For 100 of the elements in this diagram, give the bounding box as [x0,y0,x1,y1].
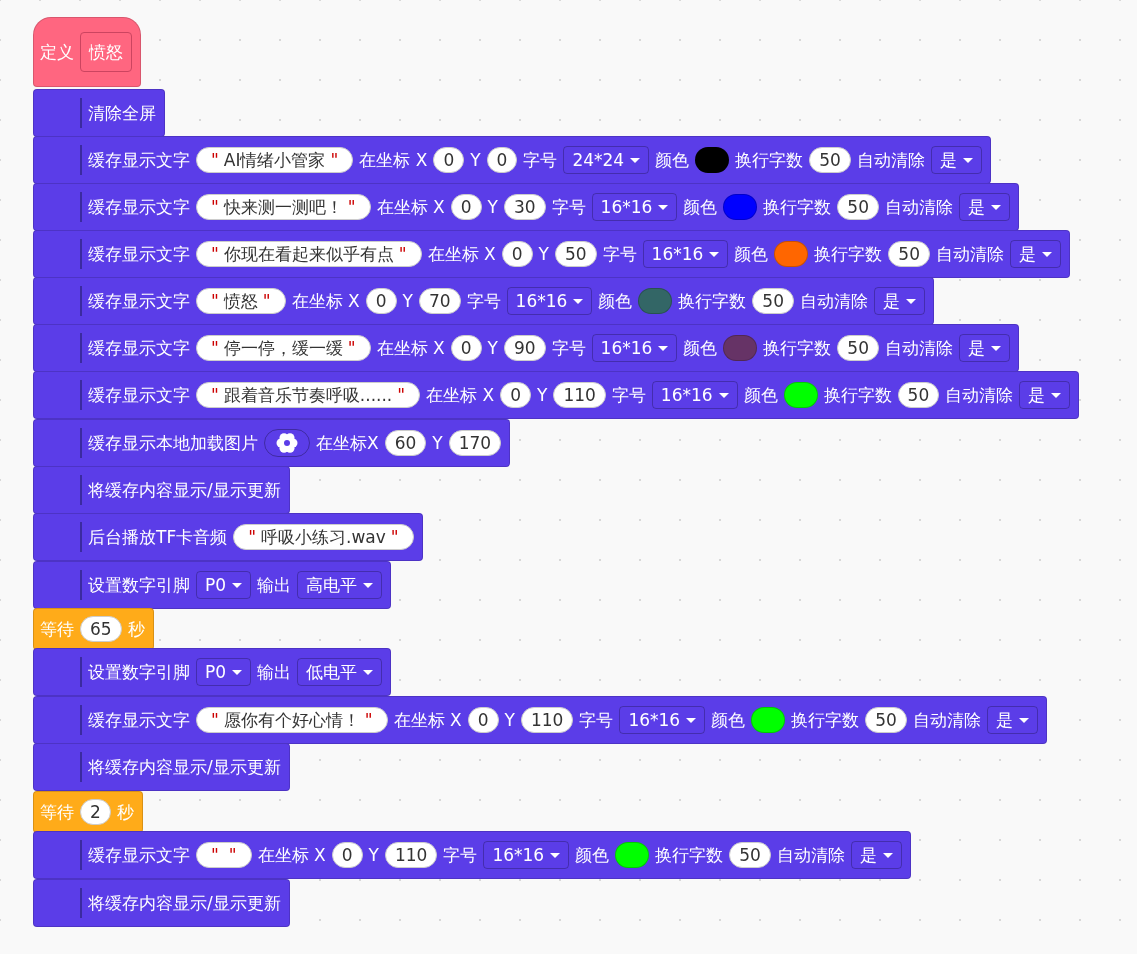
number-field: 170 [448,430,502,456]
quote-mark: " [211,197,219,217]
block-label: 字号 [523,148,558,172]
block-label: 自动清除 [936,242,1004,266]
code-block [33,230,1070,278]
code-block [33,831,911,879]
number-field: 50 [837,194,879,220]
number-field: 0 [501,241,533,267]
block-label: 在坐标 X [393,708,462,732]
hat-block [33,17,141,87]
block-label: 在坐标 X [376,195,445,219]
quote-mark: " [390,527,399,547]
code-block [33,561,392,609]
block-label: 输出 [257,573,292,597]
number-field: 65 [80,616,122,642]
dropdown: 是 [874,287,925,315]
text-field: " 快来测一测吧！ " [196,194,371,220]
code-block [33,183,1019,231]
block-label: 颜色 [655,148,690,172]
code-block [33,791,143,833]
block-label: 缓存显示文字 [88,708,190,732]
block-label: 换行字数 [763,195,832,219]
block-label: Y [538,244,549,264]
block-label: 缓存显示文字 [88,242,190,266]
dropdown: 16*16 [591,193,678,221]
number-field: 50 [729,842,771,868]
quote-mark: " [398,244,407,264]
block-label: 定义 [40,40,74,64]
number-field: 90 [503,335,546,361]
quote-mark: " [262,291,271,311]
block-label: 颜色 [711,708,746,732]
text-field [196,842,252,868]
dropdown: 24*24 [563,146,650,174]
code-block [33,324,1019,372]
dropdown: P0 [196,571,252,599]
block-label: Y [504,710,515,730]
dropdown: 是 [1010,240,1061,268]
dropdown: 16*16 [506,287,593,315]
quote-mark: " [211,338,219,358]
text-field: " 停一停，缓一缓 " [196,335,371,361]
block-label: 等待 [40,800,74,824]
quote-mark: " [347,197,356,217]
quote-mark: " [330,150,339,170]
number-field: 50 [897,382,940,408]
quote-mark: " [211,150,219,170]
block-label: 换行字数 [655,843,724,867]
block-label: 将缓存内容显示/显示更新 [88,755,281,779]
dropdown: 是 [959,334,1010,362]
quote-mark: " [211,291,219,311]
block-label: 自动清除 [912,708,981,732]
quote-mark: " [397,385,406,405]
block-label: Y [402,291,413,311]
number-field: 50 [865,707,907,733]
block-label: 换行字数 [791,708,860,732]
code-block [33,277,934,325]
block-label: 缓存显示文字 [88,195,190,219]
block-label: 换行字数 [823,383,892,407]
block-label: 换行字数 [814,242,883,266]
number-field: 30 [503,194,546,220]
block-label: 后台播放TF卡音频 [88,525,228,549]
code-block [33,608,154,650]
block-label: 在坐标 X [359,148,428,172]
number-field: 0 [500,382,531,408]
code-block [33,419,511,467]
number-field: 0 [365,288,397,314]
block-label: Y [368,845,379,865]
number-field: 110 [520,707,574,733]
block-label: 等待 [40,617,74,641]
block-label: 自动清除 [776,843,845,867]
block-label: Y [487,338,498,358]
code-block [33,696,1047,744]
block-label: Y [487,197,498,217]
code-block [33,879,290,927]
block-label: 将缓存内容显示/显示更新 [88,891,281,915]
dropdown: 是 [930,146,982,174]
quote-mark: " [211,244,219,264]
block-label: 自动清除 [856,148,925,172]
dropdown: 16*16 [651,381,738,409]
number-field: 50 [554,241,597,267]
text-field: " 跟着音乐节奏呼吸...... " [196,382,421,408]
number-field: 0 [467,707,499,733]
block-label: 颜色 [683,195,718,219]
dropdown: 是 [986,706,1038,734]
block-label: 缓存显示文字 [88,148,190,172]
block-label: 将缓存内容显示/显示更新 [88,478,281,502]
code-block [33,89,165,137]
block-label: 换行字数 [678,289,747,313]
block-label: 缓存显示文字 [88,843,190,867]
dropdown: 是 [850,841,902,869]
block-label: 颜色 [598,289,633,313]
text-field: " 呼吸小练习.wav " [233,524,414,550]
quote-mark: " [211,710,219,730]
number-field: 110 [553,382,606,408]
number-field: 0 [450,335,482,361]
quote-mark: " [211,385,219,405]
block-label: 换行字数 [763,336,832,360]
block-label: 秒 [116,800,134,824]
block-label: 自动清除 [945,383,1014,407]
block-label: 自动清除 [800,289,868,313]
text-field: " AI情绪小管家 " [196,147,354,173]
